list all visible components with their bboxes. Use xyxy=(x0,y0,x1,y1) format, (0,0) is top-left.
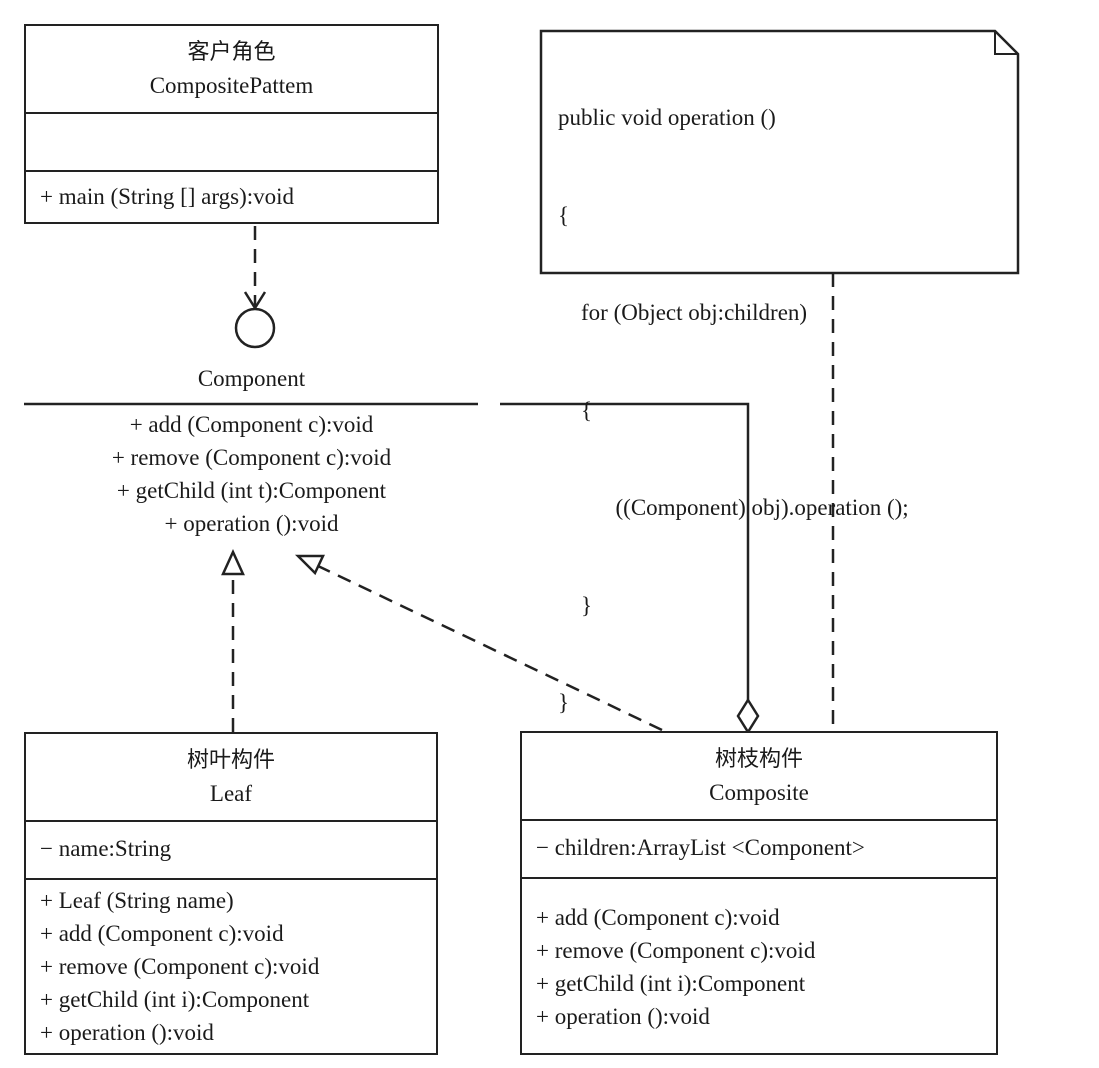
leaf-op: + remove (Component c):void xyxy=(40,954,320,979)
component-interface-name: Component xyxy=(197,366,306,391)
aggregation-line xyxy=(500,402,750,702)
client-title-en: CompositePattem xyxy=(149,73,314,98)
note-code: public void operation () { for (Object o… xyxy=(558,37,909,785)
note-line: for (Object obj:children) xyxy=(558,300,808,325)
composite-attributes: − children:ArrayList <Component> xyxy=(522,821,996,877)
composite-op: + getChild (int i):Component xyxy=(536,971,806,996)
component-op: + operation ():void xyxy=(164,511,339,536)
composite-op: + operation ():void xyxy=(536,1004,710,1029)
composite-title-cn: 树枝构件 xyxy=(714,747,803,772)
composite-realization-arrowhead xyxy=(294,554,325,576)
note-line: public void operation () xyxy=(558,105,776,130)
note-line: } xyxy=(558,592,593,618)
client-op: + main (String [] args):void xyxy=(40,184,295,209)
leaf-class: 树叶构件 Leaf − name:String + Leaf (String n… xyxy=(24,732,438,1055)
component-operations: + add (Component c):void + remove (Compo… xyxy=(0,408,503,540)
composite-title-en: Composite xyxy=(709,780,809,805)
leaf-attr: − name:String xyxy=(40,836,172,861)
leaf-op: + getChild (int i):Component xyxy=(40,987,310,1012)
composite-operations: + add (Component c):void + remove (Compo… xyxy=(522,877,996,1033)
leaf-title-cn: 树叶构件 xyxy=(186,748,275,773)
note-line: } xyxy=(558,690,570,715)
component-op: + remove (Component c):void xyxy=(111,445,392,470)
leaf-op: + Leaf (String name) xyxy=(40,888,234,913)
leaf-realization-arrowhead xyxy=(221,548,245,576)
leaf-op: + operation ():void xyxy=(40,1020,214,1045)
operation-note: public void operation () { for (Object o… xyxy=(540,30,1018,715)
client-class-header: 客户角色 CompositePattem xyxy=(26,26,437,114)
composite-op: + add (Component c):void xyxy=(536,905,780,930)
client-attributes xyxy=(26,114,437,170)
composite-attr: − children:ArrayList <Component> xyxy=(536,835,865,860)
client-class: 客户角色 CompositePattem + main (String [] a… xyxy=(24,24,439,224)
client-title-cn: 客户角色 xyxy=(187,40,276,65)
note-fold xyxy=(994,31,1018,55)
leaf-title-en: Leaf xyxy=(209,781,253,806)
note-line: { xyxy=(558,202,570,228)
component-op: + add (Component c):void xyxy=(129,412,374,437)
note-line: ((Component) obj).operation (); xyxy=(558,495,909,520)
composite-realization-line xyxy=(317,564,663,732)
interface-lollipop-circle xyxy=(234,307,276,349)
client-operations: + main (String [] args):void xyxy=(26,170,437,213)
leaf-op: + add (Component c):void xyxy=(40,921,284,946)
leaf-operations: + Leaf (String name) + add (Component c)… xyxy=(26,878,436,1049)
composite-class-header: 树枝构件 Composite xyxy=(522,733,996,821)
note-outline xyxy=(539,29,1020,275)
leaf-class-header: 树叶构件 Leaf xyxy=(26,734,436,822)
note-line: { xyxy=(558,397,593,423)
composite-class: 树枝构件 Composite − children:ArrayList <Com… xyxy=(520,731,998,1055)
component-op: + getChild (int t):Component xyxy=(116,478,387,503)
composite-op: + remove (Component c):void xyxy=(536,938,816,963)
leaf-attributes: − name:String xyxy=(26,822,436,878)
